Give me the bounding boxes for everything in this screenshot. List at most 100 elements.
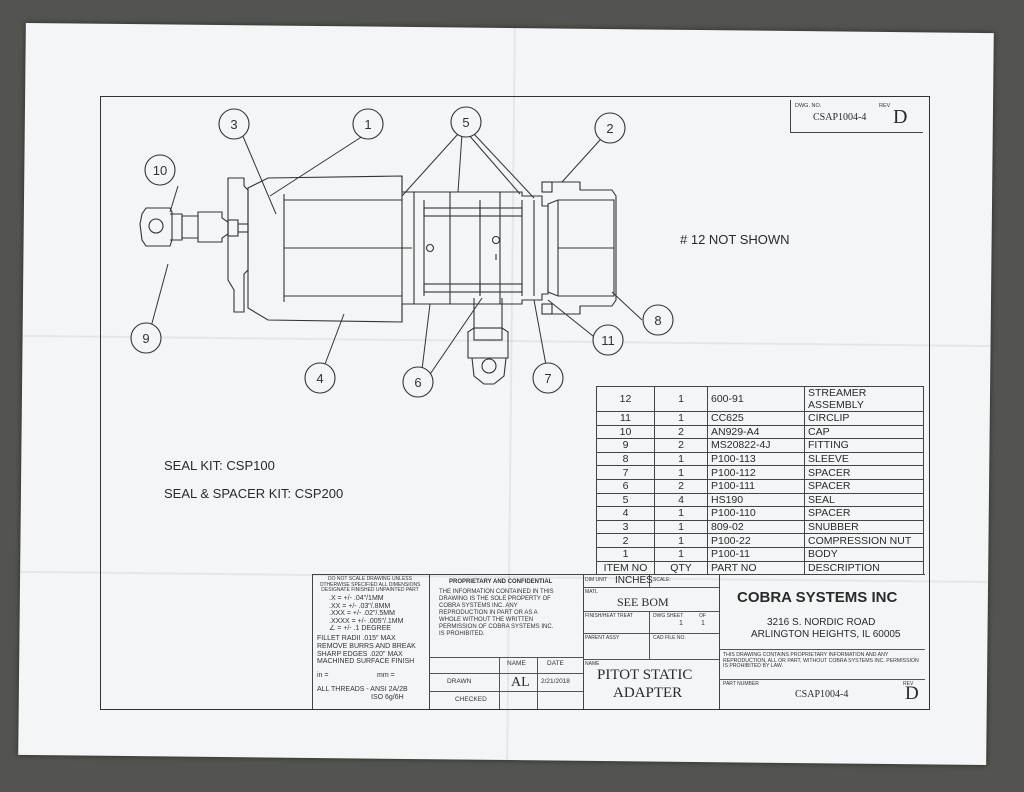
finish-label: FINISH/HEAT TREAT (585, 613, 633, 619)
qty-cell: 2 (654, 438, 708, 453)
svg-text:2: 2 (606, 121, 613, 136)
svg-text:6: 6 (414, 375, 421, 390)
description-cell: BODY (804, 546, 924, 562)
drawing-title-line2: ADAPTER (613, 685, 683, 701)
title-block: DO NOT SCALE DRAWING UNLESS OTHERWISE SP… (312, 574, 925, 709)
part-number-label: PART NUMBER (723, 681, 759, 687)
dwg-sheet-label: DWG SHEET (653, 613, 684, 619)
qty-cell: 4 (654, 492, 708, 508)
svg-text:1: 1 (364, 117, 371, 132)
svg-text:4: 4 (316, 371, 323, 386)
qty-cell: 2 (654, 424, 708, 440)
part-no-cell: 600-91 (707, 386, 805, 412)
dwg-number: CSAP1004-4 (813, 112, 867, 123)
balloon-3: 3 (218, 108, 250, 140)
drawn-by-name: AL (511, 675, 530, 690)
description-cell: SPACER (804, 478, 924, 494)
in-label: in = (317, 672, 329, 679)
description-cell: CAP (804, 424, 924, 440)
dim-unit-value: INCHES (615, 575, 653, 586)
balloon-6: 6 (402, 366, 434, 398)
description-cell: SLEEVE (804, 451, 924, 467)
svg-text:9: 9 (142, 331, 149, 346)
proprietary-block: PROPRIETARY AND CONFIDENTIAL THE INFORMA… (429, 575, 584, 709)
cap-part (139, 207, 173, 247)
balloon-2: 2 (594, 112, 626, 144)
description-cell: SPACER (804, 465, 924, 480)
qty-cell: 2 (654, 478, 708, 494)
part-no-cell: P100-111 (707, 478, 805, 494)
part-no-cell: P100-113 (707, 451, 805, 467)
machined-finish-note: MACHINED SURFACE FINISH (317, 658, 415, 666)
description-cell: SPACER (804, 506, 924, 521)
balloon-7: 7 (532, 362, 564, 394)
part-no-cell: P100-22 (707, 533, 805, 548)
iso-note: ISO 6g/6H (371, 694, 404, 701)
rev-label: REV (879, 103, 891, 109)
qty-cell: 1 (654, 546, 708, 562)
assembly-drawing: 1 2 3 4 5 6 7 8 9 10 11 (130, 106, 674, 398)
company-block: COBRA SYSTEMS INC 3216 S. NORDIC ROAD AR… (719, 575, 925, 709)
company-address-2: ARLINGTON HEIGHTS, IL 60005 (751, 629, 901, 640)
tolerance-4: .XXXX = +/- .005"/.1MM (329, 617, 404, 625)
tolerance-5: ∠ = +/- .1 DEGREE (329, 625, 391, 633)
tolerance-block: DO NOT SCALE DRAWING UNLESS OTHERWISE SP… (313, 575, 430, 709)
svg-text:3: 3 (230, 117, 237, 132)
body-part (247, 175, 549, 323)
part-number-value: CSAP1004-4 (795, 689, 849, 700)
part-no-cell: P100-110 (707, 506, 805, 521)
burrs-note: REMOVE BURRS AND BREAK (317, 642, 416, 650)
drawn-date: 2/21/2018 (541, 678, 570, 685)
tb-rev-label: REV (903, 681, 914, 687)
qty-cell: 1 (654, 386, 708, 412)
threads-note: ALL THREADS - ANSI 2A/2B (317, 686, 408, 693)
qty-cell: 1 (654, 465, 708, 480)
item-no-cell: 2 (596, 533, 655, 548)
item-no-cell: 3 (596, 519, 655, 535)
tolerance-2: .XX = +/- .03"/.8MM (329, 602, 391, 610)
item-no-cell: 12 (596, 386, 655, 412)
tolerance-1: .X = +/- .04"/1MM (329, 595, 384, 602)
description-cell: SNUBBER (804, 519, 924, 535)
copyright-notice: THIS DRAWING CONTAINS PROPRIETARY INFORM… (723, 652, 919, 670)
bottom-fitting-part (467, 298, 509, 359)
drawing-border (100, 96, 930, 710)
name-column-header: NAME (507, 660, 526, 667)
part-no-header: PART NO (707, 560, 805, 576)
qty-cell: 1 (654, 506, 708, 521)
item-no-cell: 8 (596, 451, 655, 467)
seal-spacer-kit-note: SEAL & SPACER KIT: CSP200 (164, 486, 344, 501)
svg-text:11: 11 (601, 333, 615, 348)
description-cell: COMPRESSION NUT (804, 533, 924, 548)
parent-assy-label: PARENT ASSY (585, 635, 620, 641)
item-no-cell: 6 (596, 478, 655, 494)
date-column-header: DATE (547, 660, 564, 667)
of-label: OF (699, 613, 706, 619)
balloon-10: 10 (144, 154, 176, 186)
proprietary-text: THE INFORMATION CONTAINED IN THIS DRAWIN… (439, 589, 554, 637)
dim-unit-label: DIM UNIT (585, 577, 608, 583)
company-address-1: 3216 S. NORDIC ROAD (767, 617, 876, 628)
svg-text:7: 7 (544, 371, 551, 386)
tolerance-list: .X = +/- .04"/1MM .XX = +/- .03"/.8MM .X… (329, 595, 403, 633)
drawn-label: DRAWN (447, 678, 472, 685)
mm-label: mm = (377, 672, 395, 679)
item-no-cell: 11 (596, 411, 655, 426)
drawing-title-line1: PITOT STATIC (597, 667, 693, 683)
sheet-number: 1 (679, 620, 683, 627)
balloon-11: 11 (592, 324, 624, 356)
part-no-cell: P100-11 (707, 546, 805, 562)
scale-label: SCALE: (653, 577, 671, 583)
qty-cell: 1 (654, 519, 708, 535)
part-no-cell: HS190 (707, 492, 805, 508)
part-no-cell: P100-112 (707, 465, 805, 480)
part-no-cell: CC625 (707, 411, 805, 426)
part-no-cell: 809-02 (707, 519, 805, 535)
